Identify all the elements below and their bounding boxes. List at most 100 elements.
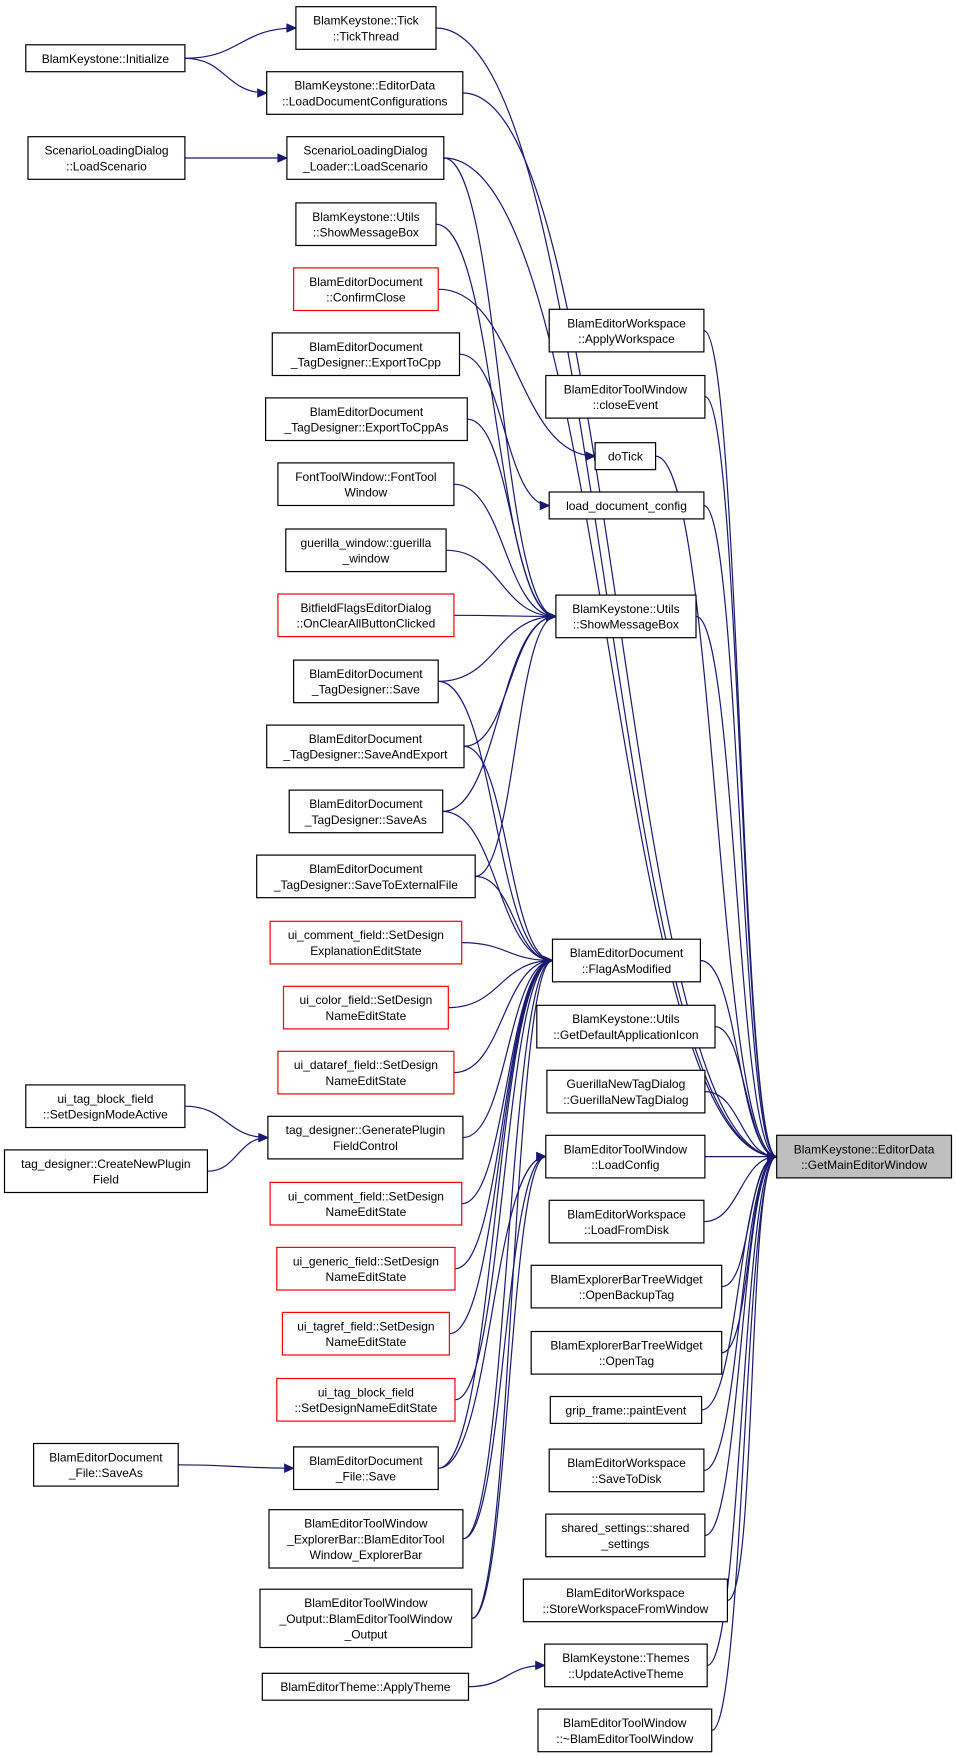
node-box <box>265 397 468 442</box>
edge-ldconf-to-gmew <box>703 504 777 1158</box>
node-label-line: ::ConfirmClose <box>326 291 406 305</box>
node-utbf-mode[interactable]: ui_tag_block_field::SetDesignModeActive <box>25 1084 186 1129</box>
node-label-line: BlamEditorDocument <box>310 405 424 419</box>
node-label-line: _ExplorerBar::BlamEditorTool <box>286 1532 444 1546</box>
node-ftw[interactable]: FontToolWindow::FontToolWindow <box>277 462 455 507</box>
node-box <box>276 1377 456 1422</box>
node-box <box>271 332 461 377</box>
node-ucf-exp[interactable]: ui_comment_field::SetDesignExplanationEd… <box>269 920 463 965</box>
node-box <box>537 1708 713 1753</box>
node-label-line: ::LoadConfig <box>591 1158 659 1172</box>
node-box <box>530 1264 723 1309</box>
node-udrf[interactable]: ui_dataref_field::SetDesignNameEditState <box>277 1050 455 1095</box>
node-ldc[interactable]: BlamKeystone::EditorData::LoadDocumentCo… <box>266 71 464 115</box>
node-ugf[interactable]: ui_generic_field::SetDesignNameEditState <box>276 1246 456 1291</box>
node-sld-ls[interactable]: ScenarioLoadingDialog::LoadScenario <box>27 136 186 180</box>
arrowhead <box>535 1660 546 1671</box>
node-smb2[interactable]: BlamKeystone::Utils::ShowMessageBox <box>555 594 697 639</box>
node-betw-dtor[interactable]: BlamEditorToolWindow::~BlamEditorToolWin… <box>537 1708 713 1753</box>
node-bedf-saveas[interactable]: BlamEditorDocument_File::SaveAs <box>32 1442 179 1487</box>
node-label-line: ExplanationEditState <box>310 944 422 958</box>
node-save[interactable]: BlamEditorDocument_TagDesigner::Save <box>293 659 439 704</box>
node-box <box>269 1181 463 1226</box>
node-ucolf[interactable]: ui_color_field::SetDesignNameEditState <box>282 985 449 1030</box>
edge-dotick-to-gmew <box>655 455 777 1158</box>
node-label-line: BlamExplorerBarTreeWidget <box>550 1272 703 1286</box>
node-box <box>536 1004 716 1049</box>
edge-etca-to-smb2 <box>467 418 556 617</box>
node-utrf[interactable]: ui_tagref_field::SetDesignNameEditState <box>281 1311 450 1356</box>
node-sldl-ls[interactable]: ScenarioLoadingDialog_Loader::LoadScenar… <box>286 136 445 180</box>
node-label-line: BlamEditorToolWindow <box>304 1596 428 1610</box>
node-label-line: BlamEditorDocument <box>49 1451 163 1465</box>
node-label-line: _TagDesigner::Save <box>311 683 420 697</box>
edge-sae-to-fam <box>463 745 553 962</box>
node-label-line: BlamKeystone::Utils <box>312 210 419 224</box>
node-label-line: BlamKeystone::Utils <box>572 1012 679 1026</box>
node-bfed[interactable]: BitfieldFlagsEditorDialog::OnClearAllBut… <box>277 593 455 638</box>
edge-bew_std-to-gmew <box>703 1156 777 1471</box>
node-label-line: Window <box>345 486 388 500</box>
node-utbf-name[interactable]: ui_tag_block_field::SetDesignNameEditSta… <box>276 1377 456 1422</box>
node-label-line: ::LoadScenario <box>66 159 147 173</box>
node-bedf-save[interactable]: BlamEditorDocument_File::Save <box>293 1446 439 1491</box>
node-label-line: FontToolWindow::FontTool <box>295 470 436 484</box>
node-btwo[interactable]: BlamEditorToolWindow_Output::BlamEditorT… <box>259 1588 473 1649</box>
node-bkt-uat[interactable]: BlamKeystone::Themes::UpdateActiveTheme <box>544 1643 708 1688</box>
node-box <box>282 985 449 1030</box>
node-tick[interactable]: BlamKeystone::Tick::TickThread <box>295 6 437 50</box>
node-saveas[interactable]: BlamEditorDocument_TagDesigner::SaveAs <box>288 789 444 834</box>
node-label-line: NameEditState <box>326 1074 407 1088</box>
edge-ucf_name-to-fam <box>461 959 553 1205</box>
node-label-line: BlamEditorDocument <box>570 946 684 960</box>
node-betw-ce[interactable]: BlamEditorToolWindow::closeEvent <box>545 374 706 419</box>
node-label-line: _Output <box>344 1628 388 1642</box>
node-box <box>594 442 657 471</box>
node-bew-std[interactable]: BlamEditorWorkspace::SaveToDisk <box>548 1448 705 1493</box>
node-bew-aw[interactable]: BlamEditorWorkspace::ApplyWorkspace <box>548 308 705 353</box>
node-cc[interactable]: BlamEditorDocument::ConfirmClose <box>293 267 439 312</box>
node-label-line: _TagDesigner::SaveAs <box>304 813 427 827</box>
node-bew-swfw[interactable]: BlamEditorWorkspace::StoreWorkspaceFromW… <box>522 1578 729 1623</box>
node-dotick[interactable]: doTick <box>594 442 657 471</box>
node-gw[interactable]: guerilla_window::guerilla_window <box>285 528 447 573</box>
node-ldconf[interactable]: load_document_config <box>548 491 705 520</box>
node-gf-pe[interactable]: grip_frame::paintEvent <box>549 1395 703 1424</box>
node-init[interactable]: BlamKeystone::Initialize <box>25 44 186 73</box>
node-sae[interactable]: BlamEditorDocument_TagDesigner::SaveAndE… <box>266 724 465 769</box>
node-bew-lfd[interactable]: BlamEditorWorkspace::LoadFromDisk <box>548 1199 705 1244</box>
node-ebtw-obt[interactable]: BlamExplorerBarTreeWidget::OpenBackupTag <box>530 1264 723 1309</box>
node-label-line: ::SaveToDisk <box>591 1472 662 1486</box>
node-fam[interactable]: BlamEditorDocument::FlagAsModified <box>551 938 701 983</box>
node-gdai[interactable]: BlamKeystone::Utils::GetDefaultApplicati… <box>536 1004 716 1049</box>
node-etc[interactable]: BlamEditorDocument_TagDesigner::ExportTo… <box>271 332 461 377</box>
arrowhead <box>539 500 551 511</box>
node-label-line: doTick <box>608 450 644 464</box>
arrowhead <box>277 153 289 163</box>
node-ucf-name[interactable]: ui_comment_field::SetDesignNameEditState <box>269 1181 463 1226</box>
node-label-line: BlamEditorWorkspace <box>567 316 686 330</box>
node-ss[interactable]: shared_settings::shared_settings <box>545 1513 706 1558</box>
node-label-line: ::GetMainEditorWindow <box>801 1158 927 1172</box>
node-smb1[interactable]: BlamKeystone::Utils::ShowMessageBox <box>295 202 437 247</box>
node-betw-lc[interactable]: BlamEditorToolWindow::LoadConfig <box>545 1134 706 1179</box>
node-label-line: Window_ExplorerBar <box>310 1548 423 1562</box>
node-gmew[interactable]: BlamKeystone::EditorData::GetMainEditorW… <box>776 1134 953 1179</box>
node-label-line: ::GuerillaNewTagDialog <box>563 1093 688 1107</box>
node-label-line: _window <box>342 552 390 566</box>
node-etca[interactable]: BlamEditorDocument_TagDesigner::ExportTo… <box>265 397 468 442</box>
node-bet-at[interactable]: BlamEditorTheme::ApplyTheme <box>261 1672 470 1701</box>
node-label-line: tag_designer::CreateNewPlugin <box>21 1157 190 1171</box>
node-stef[interactable]: BlamEditorDocument_TagDesigner::SaveToEx… <box>256 854 476 899</box>
edge-ftw-to-smb2 <box>453 483 556 617</box>
node-label-line: ::FlagAsModified <box>582 962 671 976</box>
node-btweb[interactable]: BlamEditorToolWindow_ExplorerBar::BlamEd… <box>268 1509 464 1569</box>
node-gntd[interactable]: GuerillaNewTagDialog::GuerillaNewTagDial… <box>546 1069 706 1114</box>
node-label-line: _settings <box>600 1537 649 1551</box>
arrowhead <box>767 1151 778 1162</box>
node-label-line: BlamEditorDocument <box>309 340 423 354</box>
node-ebtw-ot[interactable]: BlamExplorerBarTreeWidget::OpenTag <box>530 1330 723 1375</box>
